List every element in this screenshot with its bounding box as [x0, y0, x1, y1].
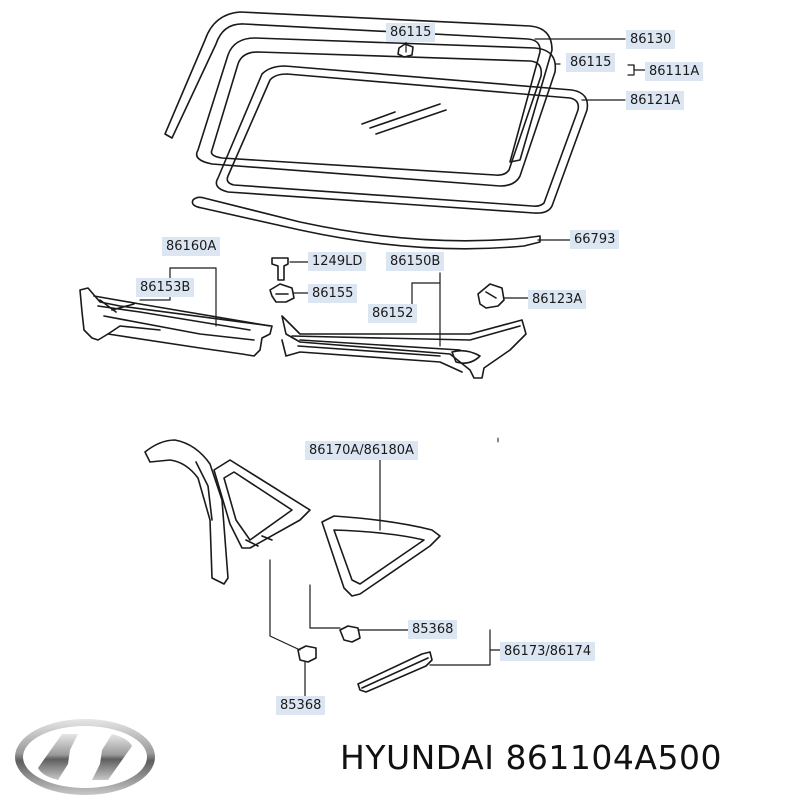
hyundai-logo-icon: [15, 719, 155, 795]
cowl-panel-left-86160A: [79, 287, 273, 357]
garnish-86173-86174: [357, 651, 433, 693]
label-86153B: 86153B: [136, 278, 195, 297]
label-86160A: 86160A: [162, 237, 221, 256]
label-86123A: 86123A: [528, 290, 587, 309]
leader-lines: [139, 38, 651, 697]
label-86130: 86130: [626, 30, 676, 49]
label-85368-right: 85368: [408, 620, 458, 639]
body-pillar: [144, 439, 229, 585]
brand-part-number-text: HYUNDAI 861104A500: [340, 738, 722, 777]
label-86170A-86180A: 86170A/86180A: [305, 441, 418, 460]
windshield-dam-86121A: [215, 65, 589, 214]
clip-86155: [269, 283, 295, 303]
label-86173-86174: 86173/86174: [500, 642, 596, 661]
cowl-panel-right-86150B: [281, 315, 527, 379]
quarter-glass-86170A-86180A: [321, 515, 441, 597]
windshield-molding-86130: [164, 11, 553, 163]
quarter-glass-inner-86170A: [213, 459, 311, 549]
label-86152: 86152: [368, 304, 418, 323]
label-86115-right: 86115: [566, 53, 616, 72]
lower-strip-66793: [191, 196, 541, 250]
label-1249LD: 1249LD: [308, 252, 367, 271]
label-86150B: 86150B: [386, 252, 445, 271]
clip-86115-top: [397, 43, 414, 58]
label-86115-top: 86115: [386, 23, 436, 42]
label-86121A: 86121A: [626, 91, 685, 110]
windshield-glass-86111A: [195, 37, 557, 187]
label-86111A: 86111A: [645, 62, 704, 81]
clip-86123A: [477, 283, 505, 309]
clip-85368-right: [339, 625, 361, 643]
clip-85368-bottom: [297, 645, 317, 663]
label-86155: 86155: [308, 284, 358, 303]
label-85368-bottom: 85368: [276, 696, 326, 715]
label-66793: 66793: [570, 230, 620, 249]
bolt-1249LD: [271, 257, 289, 281]
